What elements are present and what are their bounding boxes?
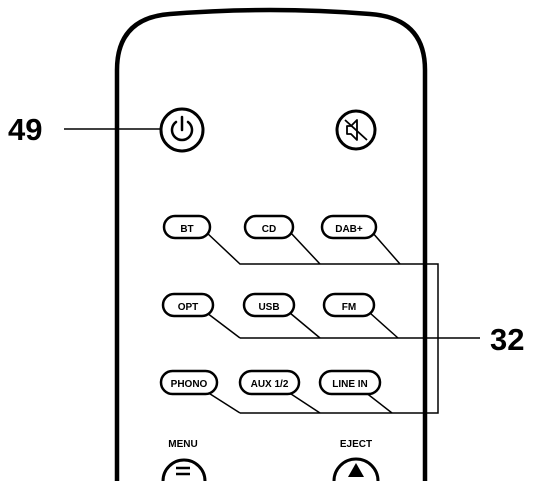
- callout-label-49: 49: [8, 112, 42, 147]
- source-group-connectors: [205, 231, 480, 414]
- bt-button-label: BT: [180, 224, 193, 235]
- line-in-button[interactable]: LINE IN: [318, 369, 382, 396]
- mute-icon: [344, 119, 368, 141]
- dab-button[interactable]: DAB+: [320, 214, 378, 240]
- eject-button[interactable]: [332, 457, 380, 481]
- fm-button[interactable]: FM: [322, 292, 376, 318]
- power-icon: [170, 115, 194, 142]
- line-in-button-label: LINE IN: [332, 379, 368, 390]
- cd-button[interactable]: CD: [243, 214, 295, 240]
- mute-button[interactable]: [335, 109, 377, 151]
- phono-button-label: PHONO: [171, 379, 208, 390]
- remote-body-outline: [114, 7, 428, 481]
- eject-icon: [348, 463, 364, 477]
- menu-label: MENU: [168, 439, 197, 450]
- bt-button[interactable]: BT: [162, 214, 212, 240]
- aux-button-label: AUX 1/2: [251, 379, 289, 390]
- cd-button-label: CD: [262, 224, 276, 235]
- usb-button-label: USB: [258, 302, 279, 313]
- dab-button-label: DAB+: [335, 224, 363, 235]
- usb-button[interactable]: USB: [242, 292, 296, 318]
- phono-button[interactable]: PHONO: [159, 369, 219, 396]
- aux-button[interactable]: AUX 1/2: [238, 369, 301, 396]
- fm-button-label: FM: [342, 302, 356, 313]
- callout-label-32: 32: [490, 322, 524, 357]
- power-button[interactable]: [159, 107, 205, 153]
- eject-label: EJECT: [340, 439, 372, 450]
- opt-button-label: OPT: [178, 302, 199, 313]
- opt-button[interactable]: OPT: [161, 292, 215, 318]
- menu-icon: [176, 466, 190, 476]
- menu-button[interactable]: [161, 458, 207, 481]
